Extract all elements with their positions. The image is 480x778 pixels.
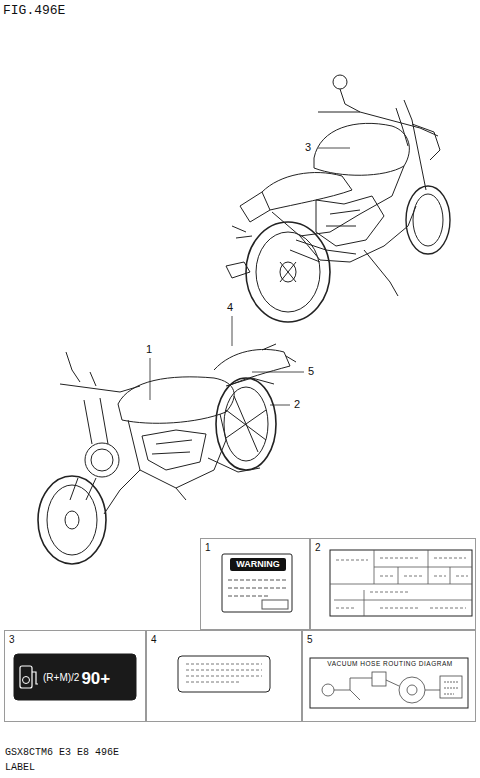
label-panel: 4 (146, 630, 302, 722)
callout-number: 3 (9, 634, 15, 645)
fuel-sticker (14, 654, 136, 700)
blank-sticker (178, 656, 270, 692)
section-name: LABEL (4, 763, 36, 773)
label-panel: 3(R+M)/290+ (4, 630, 146, 722)
callout-number: 1 (205, 542, 211, 553)
label-panel: 5VACUUM HOSE ROUTING DIAGRAM (302, 630, 476, 722)
octane-rating: 90+ (81, 670, 110, 687)
callout-number: 5 (307, 366, 315, 377)
octane-formula: (R+M)/2 (43, 673, 79, 683)
callout-number: 4 (151, 634, 157, 645)
warning-heading: WARNING (230, 558, 286, 571)
fuel-octane-label: (R+M)/290+ (15, 655, 137, 701)
label-panel: 1WARNING (200, 538, 310, 630)
warning-label: WARNING (223, 555, 293, 613)
label-heading: VACUUM HOSE ROUTING DIAGRAM (327, 661, 452, 709)
figure-title: FIG.496E (3, 4, 65, 17)
info-sticker (330, 550, 472, 616)
label-panel: 2 (310, 538, 476, 630)
leader-lines (150, 148, 350, 405)
warning-sticker (222, 554, 292, 612)
motorcycle-rear-view (226, 75, 450, 322)
motorcycle-front-view (38, 344, 296, 564)
callout-number: 2 (293, 399, 301, 410)
callout-number: 5 (307, 634, 313, 645)
callout-number: 2 (315, 542, 321, 553)
callout-number: 1 (145, 344, 153, 355)
vacuum-hose-label: VACUUM HOSE ROUTING DIAGRAM (311, 659, 469, 709)
vacuum-hose-sticker (310, 658, 468, 708)
drawing-code: GSX8CTM6 E3 E8 496E (4, 748, 120, 758)
callout-number: 4 (226, 302, 234, 313)
callout-number: 3 (304, 142, 312, 153)
